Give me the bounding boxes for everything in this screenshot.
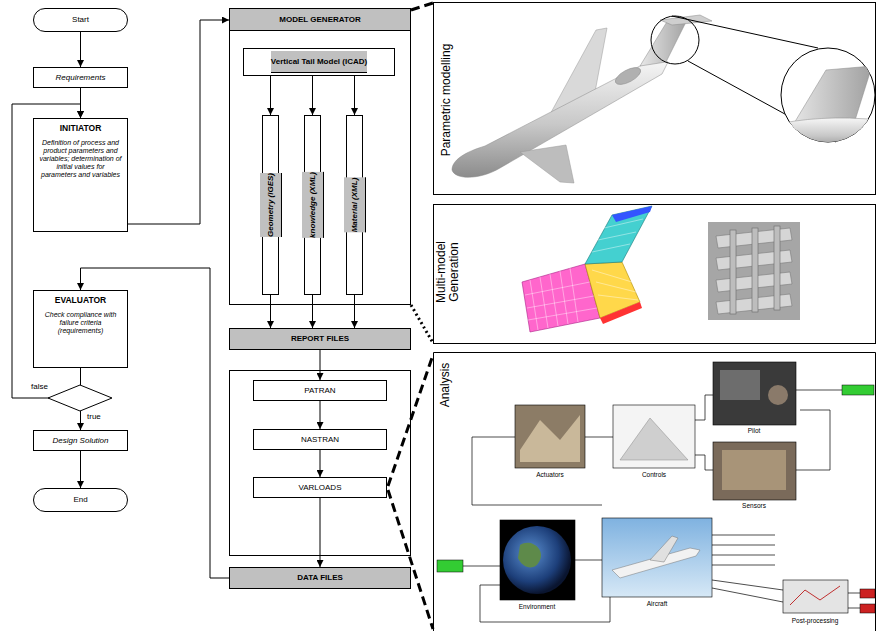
aircraft-model [452,15,879,183]
node-title: Requirements [56,73,106,82]
flow-arrow [320,498,321,567]
process-box: NASTRAN [253,429,387,450]
node-description: Check compliance with failure criteria (… [38,311,123,335]
flow-arrow [312,295,313,328]
file-box: knowledge (XML) [304,115,321,295]
flow-arrow [320,401,321,429]
node-title: Material (XML) [344,178,366,233]
file-box: DATA FILES [229,567,411,589]
process-box: PATRAN [253,380,387,401]
block-label: Pilot [748,427,761,434]
node-title: DATA FILES [297,573,343,582]
flow-arrow [354,295,355,328]
flow-arrow [320,450,321,477]
node-title: NASTRAN [301,435,339,444]
node-title: Start [72,15,89,24]
panel-title: Multi-model Generation [435,237,461,307]
file-box: REPORT FILES [229,328,411,350]
block-label: Environment [519,603,556,610]
node-title: Design Solution [52,436,108,445]
structure-mesh [708,222,800,320]
wing-mesh [522,206,652,332]
flow-arrow [80,451,81,488]
node-description: Definition of process and product parame… [38,139,123,179]
edge-label: true [86,413,102,422]
node-title: Vertical Tail Model (ICAD) [271,51,367,73]
node-title: INITIATOR [60,124,102,134]
block-label: Post-processing [792,617,839,624]
decision-diamond [48,385,112,411]
edge-label: false [30,383,49,392]
file-box: Material (XML) [346,115,363,295]
file-box: Geometry (IGES) [262,115,279,295]
node-title: REPORT FILES [291,334,349,343]
process-box: VARLOADS [253,477,387,498]
process-box: INITIATOR Definition of process and produ… [33,118,128,232]
process-box: EVALUATOR Check compliance with failure c… [33,290,128,368]
block-label: Aircraft [647,600,668,607]
flow-arrow [354,76,355,115]
panel-title: Analysis [439,363,452,408]
block-label: Controls [642,471,666,478]
module-frame: MODEL GENERATOR Vertical Tail Model (ICAD… [229,8,411,305]
node-title: VARLOADS [299,483,342,492]
flow-arrow [312,76,313,115]
terminal-oval: Start [33,8,128,32]
node-title: MODEL GENERATOR [230,9,410,31]
block-label: Actuators [536,471,563,478]
node-title: End [73,495,87,504]
node-title: EVALUATOR [55,296,106,306]
process-box: Design Solution [33,430,128,451]
flow-arrow [270,295,271,328]
process-box: Requirements [33,67,128,88]
flow-arrow [270,76,271,115]
simulation-blocks [437,362,875,613]
terminal-oval: End [33,488,128,512]
panel-title: Parametric modelling [440,44,453,157]
flow-arrow [320,350,321,380]
flow-arrow [80,32,81,67]
process-box: Vertical Tail Model (ICAD) [243,48,395,76]
node-title: Geometry (IGES) [260,173,282,237]
panel-frames [434,3,876,631]
node-title: PATRAN [304,386,335,395]
flow-arrow [128,20,229,224]
node-title: knowledge (XML) [302,172,324,238]
block-label: Sensors [742,502,766,509]
signal-wires [463,390,860,622]
